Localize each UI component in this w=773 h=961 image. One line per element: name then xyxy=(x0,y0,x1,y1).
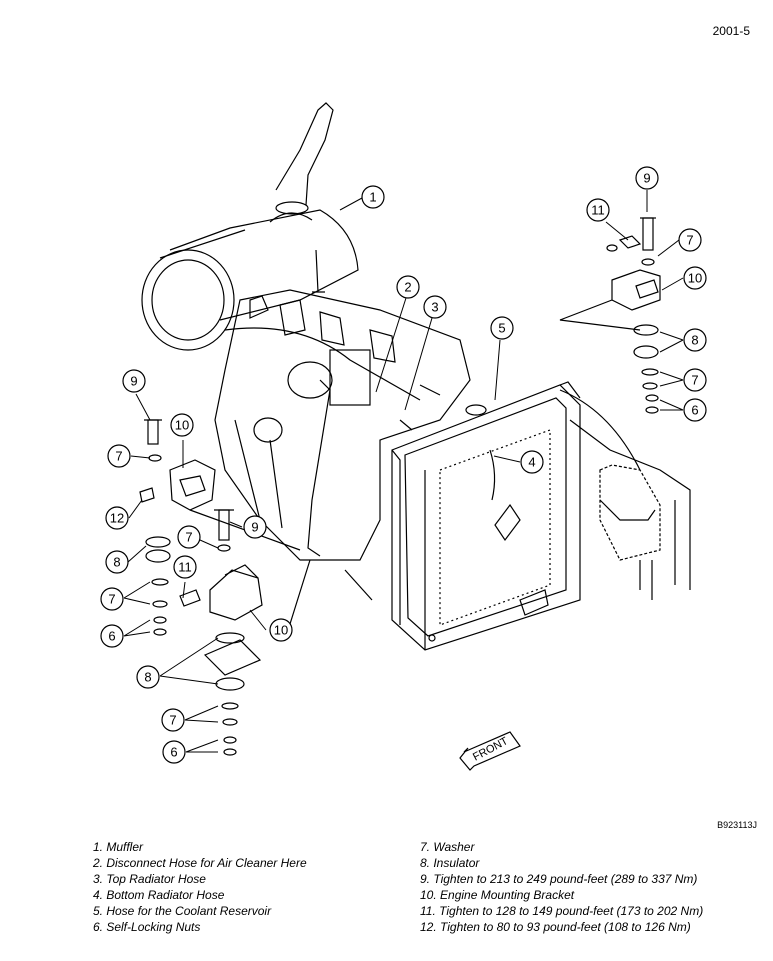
callout-11: 11 xyxy=(586,198,610,222)
callout-7: 7 xyxy=(161,708,185,732)
legend-item: 7. Washer xyxy=(420,840,475,854)
callout-7: 7 xyxy=(107,444,131,468)
legend-left-column: 1. Muffler 2. Disconnect Hose for Air Cl… xyxy=(93,839,307,935)
svg-text:7: 7 xyxy=(115,449,122,464)
radiator-illustration xyxy=(391,381,581,651)
legend-item: 12. Tighten to 80 to 93 pound-feet (108 … xyxy=(420,920,691,934)
callout-9: 9 xyxy=(122,369,146,393)
svg-text:5: 5 xyxy=(498,321,505,336)
callout-7: 7 xyxy=(177,525,201,549)
svg-text:12: 12 xyxy=(110,511,124,526)
callout-7: 7 xyxy=(100,587,124,611)
engine-exploded-diagram: FRONT 1 2 3 5 4 9 11 7 10 8 7 6 9 10 7 1… xyxy=(100,102,707,771)
legend-item: 10. Engine Mounting Bracket xyxy=(420,888,575,902)
callout-8: 8 xyxy=(136,665,160,689)
legend-item: 4. Bottom Radiator Hose xyxy=(93,888,225,902)
svg-text:10: 10 xyxy=(274,623,288,638)
right-mount-hardware xyxy=(559,217,661,414)
callout-8: 8 xyxy=(105,550,129,574)
legend-item: 1. Muffler xyxy=(93,840,144,854)
callout-12: 12 xyxy=(105,506,129,530)
callout-7: 7 xyxy=(683,368,707,392)
svg-text:9: 9 xyxy=(643,171,650,186)
legend-right-column: 7. Washer 8. Insulator 9. Tighten to 213… xyxy=(420,839,703,935)
legend-item: 6. Self-Locking Nuts xyxy=(93,920,201,934)
svg-text:7: 7 xyxy=(108,592,115,607)
svg-text:8: 8 xyxy=(113,555,120,570)
callout-5: 5 xyxy=(490,316,514,340)
svg-text:6: 6 xyxy=(108,629,115,644)
svg-text:8: 8 xyxy=(144,670,151,685)
leader-lines xyxy=(123,190,684,753)
left-mount-hardware xyxy=(139,419,301,756)
svg-text:9: 9 xyxy=(251,520,258,535)
callout-10: 10 xyxy=(683,266,707,290)
legend-item: 8. Insulator xyxy=(420,856,480,870)
callout-9: 9 xyxy=(243,515,267,539)
legend-item: 9. Tighten to 213 to 249 pound-feet (289… xyxy=(420,872,698,886)
callout-11: 11 xyxy=(173,555,197,579)
svg-text:7: 7 xyxy=(185,530,192,545)
svg-text:4: 4 xyxy=(528,455,535,470)
legend-item: 11. Tighten to 128 to 149 pound-feet (17… xyxy=(420,904,704,918)
callout-7: 7 xyxy=(678,228,702,252)
legend-item: 5. Hose for the Coolant Reservoir xyxy=(93,904,272,918)
page-number: 2001-5 xyxy=(712,24,750,38)
legend-item: 2. Disconnect Hose for Air Cleaner Here xyxy=(93,856,307,870)
coolant-reservoir-illustration xyxy=(559,389,691,600)
callout-10: 10 xyxy=(170,413,194,437)
callout-9: 9 xyxy=(635,166,659,190)
svg-text:3: 3 xyxy=(431,300,438,315)
svg-text:10: 10 xyxy=(688,271,702,286)
svg-text:10: 10 xyxy=(175,418,189,433)
svg-text:7: 7 xyxy=(169,713,176,728)
legend-item: 3. Top Radiator Hose xyxy=(93,872,206,886)
callout-8: 8 xyxy=(683,328,707,352)
callout-4: 4 xyxy=(520,450,544,474)
svg-text:7: 7 xyxy=(686,233,693,248)
callout-6: 6 xyxy=(683,398,707,422)
svg-text:2: 2 xyxy=(404,280,411,295)
callout-6: 6 xyxy=(100,624,124,648)
callout-2: 2 xyxy=(396,275,420,299)
engine-block-illustration xyxy=(214,249,471,641)
svg-text:6: 6 xyxy=(691,403,698,418)
figure-id: B923113J xyxy=(717,820,757,830)
svg-text:9: 9 xyxy=(130,374,137,389)
muffler-illustration xyxy=(141,102,359,351)
callout-3: 3 xyxy=(423,295,447,319)
svg-text:11: 11 xyxy=(178,560,192,575)
callout-1: 1 xyxy=(361,185,385,209)
svg-text:6: 6 xyxy=(170,745,177,760)
callout-6: 6 xyxy=(162,740,186,764)
callout-10: 10 xyxy=(269,618,293,642)
svg-text:7: 7 xyxy=(691,373,698,388)
front-arrow: FRONT xyxy=(459,731,521,771)
svg-text:11: 11 xyxy=(591,203,605,218)
svg-text:1: 1 xyxy=(369,190,376,205)
svg-text:8: 8 xyxy=(691,333,698,348)
